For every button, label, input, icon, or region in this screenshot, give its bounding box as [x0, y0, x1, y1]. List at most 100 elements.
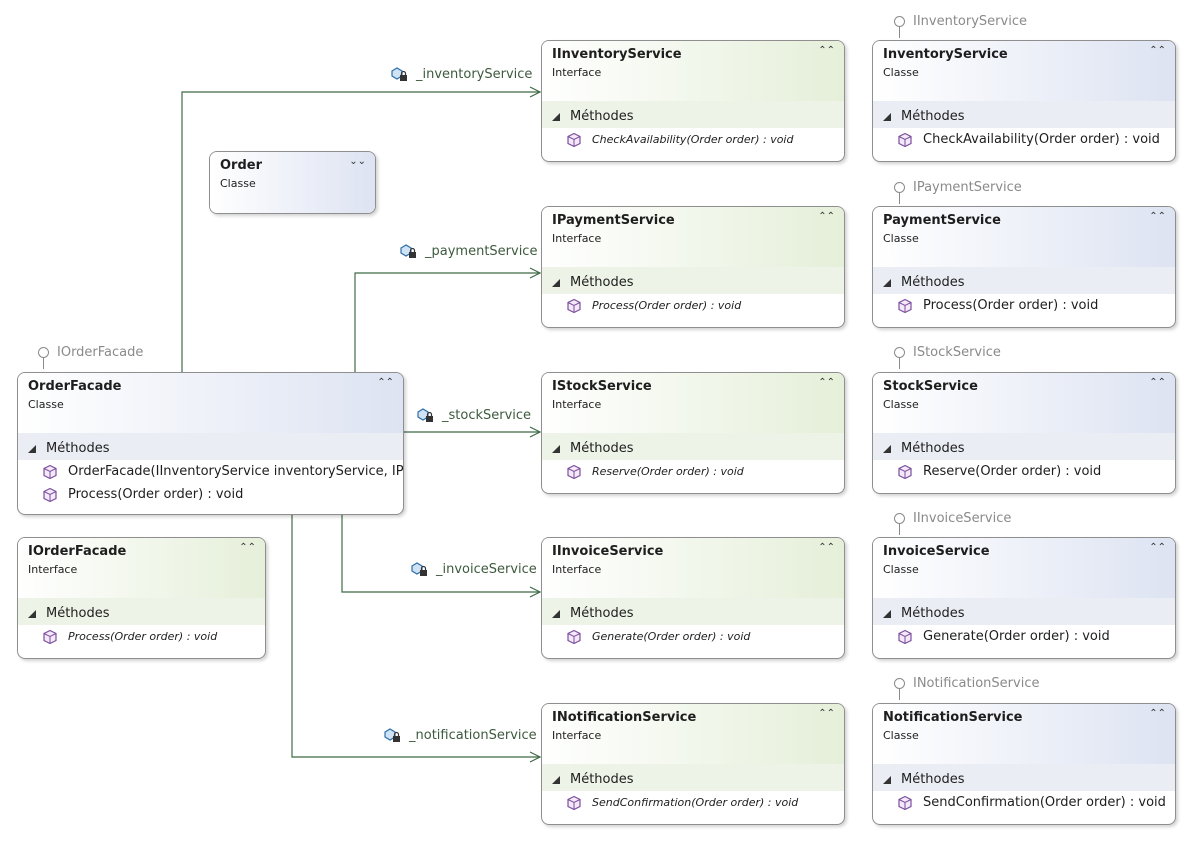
- methods-section-header[interactable]: Méthodes: [18, 598, 265, 625]
- expand-triangle-icon[interactable]: [552, 445, 560, 453]
- box-header[interactable]: StockService Classe ⌃⌃: [873, 373, 1175, 433]
- method-row[interactable]: Process(Order order) : void: [18, 483, 403, 506]
- collapse-chevron-icon[interactable]: ⌃⌃: [239, 542, 256, 553]
- expand-triangle-icon[interactable]: [552, 776, 560, 784]
- collapse-chevron-icon[interactable]: ⌃⌃: [818, 708, 835, 719]
- class-kind: Classe: [883, 563, 919, 576]
- expand-triangle-icon[interactable]: [883, 610, 891, 618]
- collapse-chevron-icon[interactable]: ⌃⌃: [1149, 377, 1166, 388]
- box-header[interactable]: PaymentService Classe ⌃⌃: [873, 207, 1175, 267]
- method-row[interactable]: Reserve(Order order) : void: [873, 460, 1175, 483]
- collapse-chevron-icon[interactable]: ⌃⌃: [818, 542, 835, 553]
- methods-section-header[interactable]: Méthodes: [542, 267, 844, 294]
- method-row[interactable]: OrderFacade(IInventoryService inventoryS…: [18, 460, 403, 483]
- class-box-order[interactable]: Order Classe ⌄⌄: [209, 151, 376, 214]
- interface-kind: Interface: [552, 398, 602, 411]
- methods-section-header[interactable]: Méthodes: [542, 433, 844, 460]
- interface-box-inotificationservice[interactable]: INotificationService Interface ⌃⌃ Méthod…: [541, 703, 845, 825]
- method-row[interactable]: CheckAvailability(Order order) : void: [873, 128, 1175, 151]
- interface-box-iinvoiceservice[interactable]: IInvoiceService Interface ⌃⌃ Méthodes Ge…: [541, 537, 845, 659]
- method-signature: Reserve(Order order) : void: [923, 464, 1102, 479]
- lollipop-iinvoiceservice: IInvoiceService: [894, 511, 1011, 535]
- expand-chevron-icon[interactable]: ⌄⌄: [349, 156, 366, 167]
- interface-kind: Interface: [28, 563, 78, 576]
- method-row[interactable]: Process(Order order) : void: [873, 294, 1175, 317]
- section-label: Méthodes: [901, 275, 965, 290]
- box-header[interactable]: IInvoiceService Interface ⌃⌃: [542, 538, 844, 598]
- method-row[interactable]: SendConfirmation(Order order) : void: [873, 791, 1175, 814]
- box-header[interactable]: INotificationService Interface ⌃⌃: [542, 704, 844, 764]
- lollipop-label: IOrderFacade: [57, 345, 144, 360]
- class-kind: Classe: [883, 398, 919, 411]
- method-icon: [567, 298, 581, 313]
- interface-box-iinventoryservice[interactable]: IInventoryService Interface ⌃⌃ Méthodes …: [541, 40, 845, 162]
- box-header[interactable]: Order Classe ⌄⌄: [210, 152, 375, 213]
- expand-triangle-icon[interactable]: [883, 113, 891, 121]
- methods-section-header[interactable]: Méthodes: [542, 764, 844, 791]
- collapse-chevron-icon[interactable]: ⌃⌃: [818, 211, 835, 222]
- method-signature: Generate(Order order) : void: [923, 629, 1110, 644]
- interface-box-ipaymentservice[interactable]: IPaymentService Interface ⌃⌃ Méthodes Pr…: [541, 206, 845, 328]
- collapse-chevron-icon[interactable]: ⌃⌃: [377, 377, 394, 388]
- box-header[interactable]: OrderFacade Classe ⌃⌃: [18, 373, 403, 433]
- class-box-orderfacade[interactable]: OrderFacade Classe ⌃⌃ Méthodes OrderFaca…: [17, 372, 404, 515]
- expand-triangle-icon[interactable]: [552, 610, 560, 618]
- expand-triangle-icon[interactable]: [28, 610, 36, 618]
- methods-section-header[interactable]: Méthodes: [873, 764, 1175, 791]
- method-row[interactable]: Generate(Order order) : void: [542, 625, 844, 648]
- assoc-label-notification[interactable]: _notificationService: [383, 727, 537, 743]
- assoc-label-invoice[interactable]: _invoiceService: [410, 561, 537, 577]
- box-header[interactable]: IPaymentService Interface ⌃⌃: [542, 207, 844, 267]
- assoc-label-payment[interactable]: _paymentService: [399, 243, 537, 259]
- method-row[interactable]: Process(Order order) : void: [18, 625, 265, 648]
- collapse-chevron-icon[interactable]: ⌃⌃: [818, 377, 835, 388]
- class-box-inventoryservice[interactable]: InventoryService Classe ⌃⌃ Méthodes Chec…: [872, 40, 1176, 162]
- interface-box-iorderfacade[interactable]: IOrderFacade Interface ⌃⌃ Méthodes Proce…: [17, 537, 266, 659]
- box-header[interactable]: InvoiceService Classe ⌃⌃: [873, 538, 1175, 598]
- expand-triangle-icon[interactable]: [883, 279, 891, 287]
- methods-section-header[interactable]: Méthodes: [542, 598, 844, 625]
- interface-box-istockservice[interactable]: IStockService Interface ⌃⌃ Méthodes Rese…: [541, 372, 845, 494]
- collapse-chevron-icon[interactable]: ⌃⌃: [1149, 45, 1166, 56]
- box-header[interactable]: IInventoryService Interface ⌃⌃: [542, 41, 844, 101]
- method-row[interactable]: SendConfirmation(Order order) : void: [542, 791, 844, 814]
- assoc-label-inventory[interactable]: _inventoryService: [390, 66, 532, 82]
- collapse-chevron-icon[interactable]: ⌃⌃: [1149, 211, 1166, 222]
- methods-section-header[interactable]: Méthodes: [873, 267, 1175, 294]
- method-row[interactable]: Process(Order order) : void: [542, 294, 844, 317]
- box-header[interactable]: InventoryService Classe ⌃⌃: [873, 41, 1175, 101]
- class-box-notificationservice[interactable]: NotificationService Classe ⌃⌃ Méthodes S…: [872, 703, 1176, 825]
- methods-section-header[interactable]: Méthodes: [542, 101, 844, 128]
- section-label: Méthodes: [901, 441, 965, 456]
- collapse-chevron-icon[interactable]: ⌃⌃: [1149, 708, 1166, 719]
- class-box-invoiceservice[interactable]: InvoiceService Classe ⌃⌃ Méthodes Genera…: [872, 537, 1176, 659]
- box-header[interactable]: NotificationService Classe ⌃⌃: [873, 704, 1175, 764]
- method-row[interactable]: Generate(Order order) : void: [873, 625, 1175, 648]
- method-icon: [567, 795, 581, 810]
- methods-section-header[interactable]: Méthodes: [18, 433, 403, 460]
- method-row[interactable]: CheckAvailability(Order order) : void: [542, 128, 844, 151]
- methods-section-header[interactable]: Méthodes: [873, 598, 1175, 625]
- expand-triangle-icon[interactable]: [883, 776, 891, 784]
- collapse-chevron-icon[interactable]: ⌃⌃: [1149, 542, 1166, 553]
- expand-triangle-icon[interactable]: [883, 445, 891, 453]
- field-private-icon: [411, 562, 427, 576]
- method-signature: SendConfirmation(Order order) : void: [923, 795, 1166, 810]
- box-header[interactable]: IOrderFacade Interface ⌃⌃: [18, 538, 265, 598]
- class-box-paymentservice[interactable]: PaymentService Classe ⌃⌃ Méthodes Proces…: [872, 206, 1176, 328]
- expand-triangle-icon[interactable]: [552, 113, 560, 121]
- expand-triangle-icon[interactable]: [552, 279, 560, 287]
- methods-section-header[interactable]: Méthodes: [873, 101, 1175, 128]
- assoc-label-stock[interactable]: _stockService: [416, 407, 531, 423]
- class-box-stockservice[interactable]: StockService Classe ⌃⌃ Méthodes Reserve(…: [872, 372, 1176, 494]
- box-header[interactable]: IStockService Interface ⌃⌃: [542, 373, 844, 433]
- lollipop-label: INotificationService: [913, 676, 1040, 691]
- method-row[interactable]: Reserve(Order order) : void: [542, 460, 844, 483]
- expand-triangle-icon[interactable]: [28, 445, 36, 453]
- method-icon: [43, 629, 57, 644]
- class-name: NotificationService: [883, 710, 1023, 725]
- interface-name: INotificationService: [552, 710, 697, 725]
- collapse-chevron-icon[interactable]: ⌃⌃: [818, 45, 835, 56]
- methods-section-header[interactable]: Méthodes: [873, 433, 1175, 460]
